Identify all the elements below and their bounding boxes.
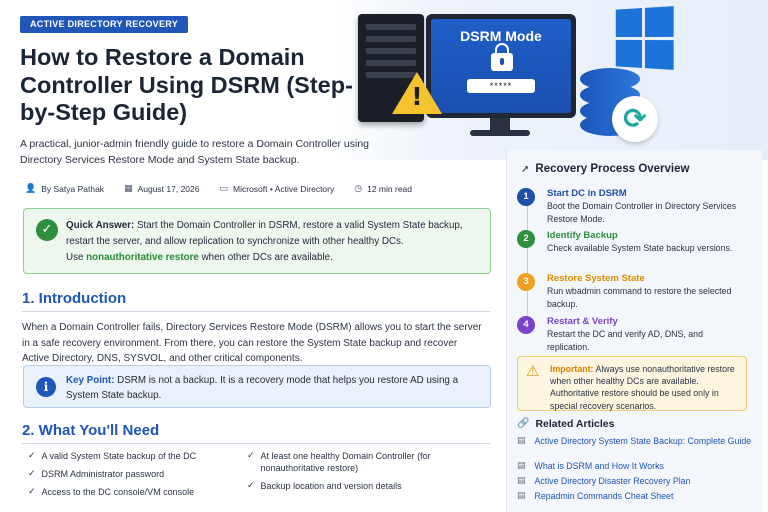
document-icon: ▤ — [517, 476, 526, 486]
calendar-icon: ▦ — [124, 184, 133, 194]
check-icon: ✓ — [247, 451, 255, 461]
check-circle-icon: ✓ — [36, 219, 58, 241]
rocket-icon: ➚ — [521, 163, 530, 175]
category-badge[interactable]: ACTIVE DIRECTORY RECOVERY — [20, 16, 189, 33]
meta-read-time: ◷ 12 min read — [354, 184, 412, 194]
related-article-link[interactable]: ▤What is DSRM and How It Works — [517, 461, 664, 471]
list-item: ✓Backup location and version details — [247, 481, 402, 491]
document-icon: ▤ — [517, 436, 526, 446]
link-icon: 🔗 — [517, 418, 530, 429]
server-icon — [358, 14, 424, 122]
related-article-link[interactable]: ▤Active Directory Disaster Recovery Plan — [517, 476, 691, 486]
list-item: ✓At least one healthy Domain Controller … — [247, 451, 431, 473]
meta-category[interactable]: ▭ Microsoft • Active Directory — [219, 184, 335, 194]
requirements-list-left: ✓A valid System State backup of the DC ✓… — [28, 450, 228, 504]
person-icon: 👤 — [25, 184, 37, 194]
section-heading-what-you-need: 2. What You'll Need — [22, 422, 160, 439]
meta-author[interactable]: 👤 By Satya Pathak — [25, 184, 105, 194]
key-point-box: i Key Point: DSRM is not a backup. It is… — [23, 365, 491, 408]
related-articles-heading: 🔗 Related Articles — [517, 418, 615, 430]
article-meta: 👤 By Satya Pathak ▦ August 17, 2026 ▭ Mi… — [25, 182, 412, 196]
check-icon: ✓ — [28, 487, 36, 497]
sync-icon: ⟳ — [612, 96, 658, 142]
folder-icon: ▭ — [219, 184, 229, 194]
quick-answer-text: Quick Answer: Start the Domain Controlle… — [66, 220, 463, 263]
screen-title: DSRM Mode — [460, 28, 542, 44]
lock-icon — [491, 43, 513, 71]
page-title: How to Restore a Domain Controller Using… — [20, 44, 353, 125]
list-item: ✓DSRM Administrator password — [28, 469, 165, 479]
requirements-list-right: ✓At least one healthy Domain Controller … — [247, 450, 487, 498]
hero-illustration: DSRM Mode ***** ! ⟳ — [330, 0, 768, 160]
document-icon: ▤ — [517, 461, 526, 471]
list-item: ✓Access to the DC console/VM console — [28, 487, 195, 497]
warning-icon — [392, 72, 442, 114]
check-icon: ✓ — [28, 451, 36, 461]
warning-icon: ⚠ — [526, 362, 540, 380]
check-icon: ✓ — [28, 469, 36, 479]
recovery-overview-panel: ➚ Recovery Process Overview 1 Start DC i… — [506, 150, 762, 512]
quick-answer-box: ✓ Quick Answer: Start the Domain Control… — [23, 208, 491, 274]
monitor-icon: DSRM Mode ***** — [426, 14, 576, 118]
page-subtitle: A practical, junior-admin friendly guide… — [20, 138, 370, 166]
key-point-text: Key Point: DSRM is not a backup. It is a… — [66, 375, 459, 401]
info-icon: i — [36, 377, 56, 397]
section-heading-introduction: 1. Introduction — [22, 290, 127, 307]
related-article-link[interactable]: ▤Active Directory System State Backup: C… — [517, 436, 752, 446]
important-callout: ⚠ Important: Always use nonauthoritative… — [517, 356, 747, 411]
document-icon: ▤ — [517, 491, 526, 501]
intro-paragraph: When a Domain Controller fails, Director… — [22, 322, 482, 364]
clock-icon: ◷ — [354, 184, 363, 194]
meta-date: ▦ August 17, 2026 — [124, 184, 200, 194]
password-field: ***** — [467, 79, 535, 93]
nonauthoritative-link[interactable]: nonauthoritative restore — [86, 252, 199, 263]
windows-logo-icon — [615, 6, 674, 70]
list-item: ✓A valid System State backup of the DC — [28, 451, 197, 461]
panel-title: ➚ Recovery Process Overview — [521, 163, 690, 175]
related-article-link[interactable]: ▤Repadmin Commands Cheat Sheet — [517, 491, 674, 501]
check-icon: ✓ — [247, 481, 255, 491]
